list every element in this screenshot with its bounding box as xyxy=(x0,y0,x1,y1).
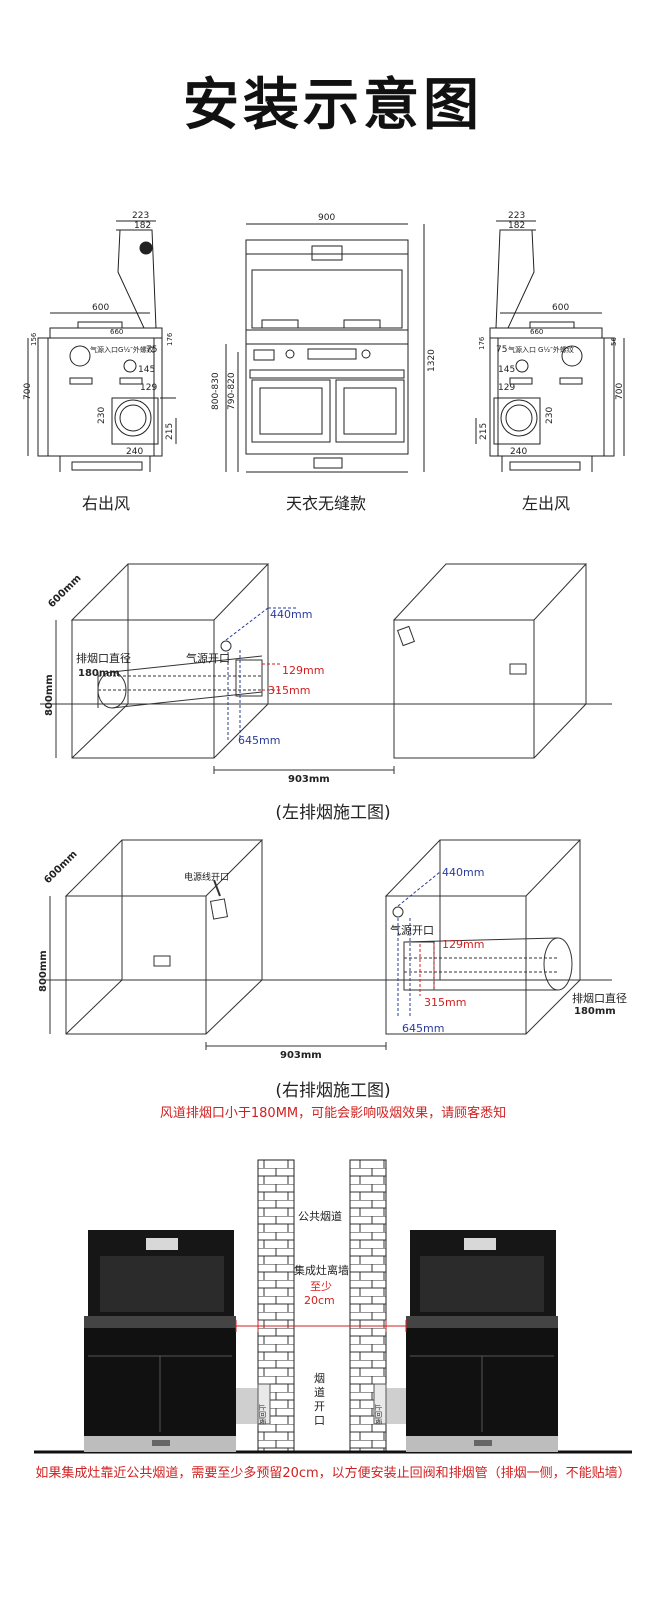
exhaust-diameter-label: 排烟口直径 xyxy=(76,651,131,665)
dim-315-red: 315mm xyxy=(268,684,310,697)
distance-value: 20cm xyxy=(304,1294,335,1307)
dim-56-left: 56 xyxy=(610,337,618,346)
right-outlet-side-view xyxy=(27,220,177,472)
dim-440: 440mm xyxy=(270,608,312,621)
dim-645-2: 645mm xyxy=(402,1022,444,1035)
caption-left-outlet: 左出风 xyxy=(521,494,570,513)
dim-315-red-2: 315mm xyxy=(424,996,466,1009)
flue-opening-2: 道 xyxy=(314,1385,325,1399)
left-stove-image xyxy=(84,1230,236,1452)
front-view xyxy=(225,223,425,473)
dim-660: 660 xyxy=(110,328,123,336)
gas-opening-label: 气源开口 xyxy=(186,651,230,665)
dim-600: 600 xyxy=(92,303,109,313)
check-valve-right: 止回阀 xyxy=(374,1404,383,1425)
flue-opening-4: 口 xyxy=(314,1414,325,1427)
dim-215: 215 xyxy=(165,423,175,440)
left-exhaust-caption: (左排烟施工图) xyxy=(275,803,391,823)
dim-230: 230 xyxy=(97,407,107,424)
width-label-2: 903mm xyxy=(280,1050,322,1061)
flue-opening-1: 烟 xyxy=(314,1371,325,1385)
gas-inlet-label: 气源入口 xyxy=(90,345,118,354)
exhaust-diameter-value-2: 180mm xyxy=(574,1006,616,1017)
dim-700: 700 xyxy=(23,383,33,400)
dim-1320: 1320 xyxy=(427,349,437,372)
dim-900: 900 xyxy=(318,213,335,223)
flue-opening-3: 开 xyxy=(314,1400,325,1413)
page-title: 安装示意图 xyxy=(183,73,483,138)
gas-inlet-label-left: 气源入口 xyxy=(508,345,536,354)
dim-182-left: 182 xyxy=(508,221,525,231)
dim-215-left: 215 xyxy=(479,423,489,440)
power-opening-label: 电源线开口 xyxy=(184,871,229,883)
wall-distance-label: 集成灶离墙 xyxy=(294,1263,349,1277)
check-valve-left: 止回阀 xyxy=(258,1404,267,1425)
dim-645: 645mm xyxy=(238,734,280,747)
dim-800-830: 800-830 xyxy=(211,372,221,410)
dim-129-red-2: 129mm xyxy=(442,938,484,951)
dim-75: 75 xyxy=(146,345,157,355)
dim-440-2: 440mm xyxy=(442,866,484,879)
dim-790-820: 790-820 xyxy=(227,372,237,410)
dim-230-left: 230 xyxy=(545,407,555,424)
right-exhaust-caption: (右排烟施工图) xyxy=(275,1081,391,1101)
dim-129-left: 129 xyxy=(498,383,515,393)
pipe-label-left: G½″外螺纹 xyxy=(538,345,574,354)
elevation-drawings: 223 182 600 660 156 176 气源入口 G½″外螺纹 75 1… xyxy=(23,211,625,473)
dim-600-left: 600 xyxy=(552,303,569,313)
dim-223-left: 223 xyxy=(508,211,525,221)
at-least-label: 至少 xyxy=(310,1280,332,1293)
left-exhaust-diagram: 600mm 800mm 排烟口直径 180mm 气源开口 440mm 129mm… xyxy=(40,563,612,785)
width-label: 903mm xyxy=(288,774,330,785)
height-label: 800mm xyxy=(44,674,55,716)
right-exhaust-diagram: 600mm 800mm 电源线开口 440mm 气源开口 129mm 315mm… xyxy=(38,839,627,1061)
pipe-label: G½″外螺纹 xyxy=(118,345,154,354)
public-flue-label: 公共烟道 xyxy=(298,1209,342,1223)
dim-660-left: 660 xyxy=(530,328,543,336)
right-stove-image xyxy=(406,1230,558,1452)
dim-223: 223 xyxy=(132,211,149,221)
dim-75-left: 75 xyxy=(496,345,507,355)
left-outlet-side-view xyxy=(475,220,625,472)
caption-right-outlet: 右出风 xyxy=(81,494,130,513)
exhaust-diameter-value: 180mm xyxy=(78,668,120,679)
dim-182: 182 xyxy=(134,221,151,231)
dim-129-red: 129mm xyxy=(282,664,324,677)
dim-240-left: 240 xyxy=(510,447,527,457)
exhaust-diameter-label-2: 排烟口直径 xyxy=(572,991,627,1005)
dim-700-left: 700 xyxy=(615,383,625,400)
dim-129: 129 xyxy=(140,383,157,393)
caption-front: 天衣无缝款 xyxy=(285,494,366,513)
flue-note: 如果集成灶靠近公共烟道，需要至少多预留20cm，以方便安装止回阀和排烟管（排烟一… xyxy=(35,1466,631,1481)
dim-145-left: 145 xyxy=(498,365,515,375)
height-label-2: 800mm xyxy=(38,950,49,992)
exhaust-warning-note: 风道排烟口小于180MM，可能会影响吸烟效果，请顾客悉知 xyxy=(159,1106,507,1121)
dim-176: 176 xyxy=(166,332,174,346)
dim-145: 145 xyxy=(138,365,155,375)
dim-240: 240 xyxy=(126,447,143,457)
dim-156: 156 xyxy=(30,332,38,346)
gas-opening-label-2: 气源开口 xyxy=(390,923,434,937)
dim-176-left: 176 xyxy=(478,336,486,350)
